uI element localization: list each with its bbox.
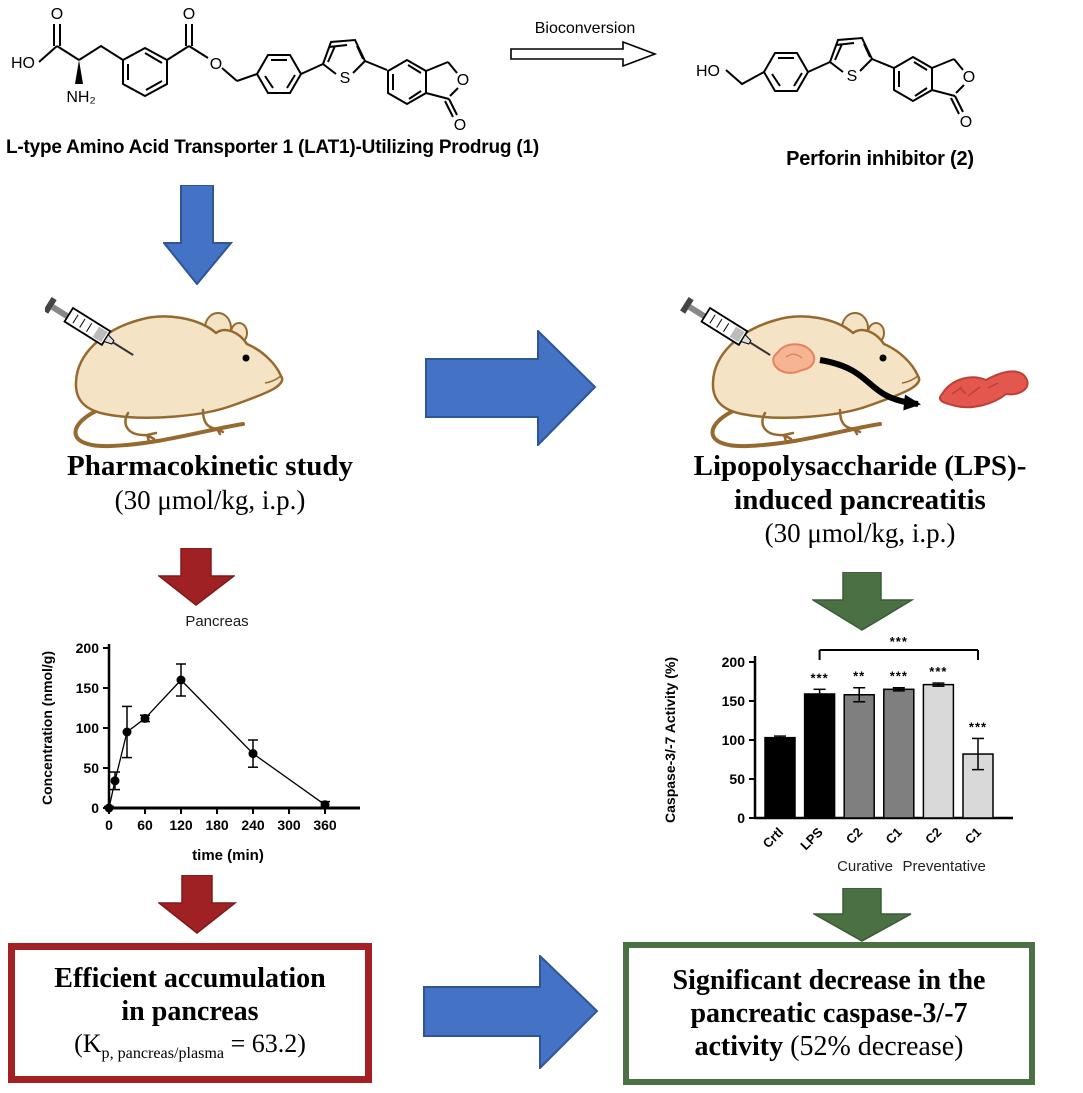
extraction-arrow — [819, 357, 921, 411]
pk-study-dose: (30 μmol/kg, i.p.) — [114, 484, 306, 515]
atom-label-s: S — [847, 68, 858, 85]
svg-text:C1: C1 — [883, 825, 905, 847]
svg-text:120: 120 — [169, 817, 193, 833]
svg-text:LPS: LPS — [797, 824, 826, 853]
caspase-activity-word: activity — [694, 1031, 784, 1063]
atom-label-ho: HO — [696, 63, 720, 80]
atom-label-o: O — [960, 114, 972, 131]
mice-illustrations — [45, 294, 1029, 449]
atom-label-o: O — [51, 6, 63, 23]
svg-text:150: 150 — [722, 693, 746, 709]
svg-text:200: 200 — [722, 654, 746, 670]
svg-text:Caspase-3/-7 Activity (%): Caspase-3/-7 Activity (%) — [662, 657, 678, 823]
svg-text:***: *** — [969, 719, 987, 734]
right-arrow-blue-icon — [423, 955, 599, 1069]
down-arrow-red-icon — [158, 548, 235, 606]
svg-text:C2: C2 — [922, 825, 944, 847]
pk-study-block: Pharmacokinetic study (30 μmol/kg, i.p.) — [0, 450, 420, 516]
pancreas-organ-icon — [938, 370, 1029, 409]
svg-text:Pancreas: Pancreas — [185, 613, 248, 630]
svg-text:C1: C1 — [962, 825, 984, 847]
down-arrow-blue-icon — [163, 185, 233, 285]
svg-text:Crtl: Crtl — [760, 825, 786, 851]
bioconversion-group: Bioconversion — [505, 20, 665, 75]
svg-text:0: 0 — [737, 810, 745, 826]
inhibitor-label: Perforin inhibitor (2) — [786, 148, 974, 170]
atom-label-o: O — [963, 69, 975, 86]
atom-label-nh2: NH₂ — [66, 89, 95, 106]
mouse-pk-illustration — [45, 294, 285, 449]
down-arrow-green-icon — [812, 572, 914, 631]
lps-model-title-line2: induced pancreatitis — [734, 483, 986, 516]
caspase-activity-chart: 0 50 100 150 200 Caspase-3/-7 Activity (%) Crt… — [662, 634, 1013, 875]
svg-text:300: 300 — [277, 817, 301, 833]
svg-text:Preventative: Preventative — [903, 858, 986, 875]
lps-model-block: Lipopolysaccharide (LPS)- induced pancre… — [655, 450, 1065, 550]
bioconversion-arrow-icon — [510, 40, 658, 68]
svg-text:0: 0 — [91, 800, 99, 816]
svg-text:150: 150 — [76, 680, 100, 696]
svg-text:360: 360 — [313, 817, 337, 833]
svg-text:0: 0 — [105, 817, 113, 833]
svg-text:240: 240 — [241, 817, 265, 833]
kp-open: (K — [74, 1028, 102, 1058]
svg-text:***: *** — [811, 670, 829, 685]
svg-text:60: 60 — [137, 817, 153, 833]
prodrug-label: L-type Amino Acid Transporter 1 (LAT1)-U… — [5, 137, 540, 158]
svg-text:100: 100 — [722, 732, 746, 748]
conclusion-caspase-line3: activity (52% decrease) — [695, 1030, 964, 1063]
inhibitor-structure: HO S O O — [696, 36, 975, 131]
atom-label-s: S — [340, 70, 351, 87]
svg-text:50: 50 — [83, 760, 99, 776]
conclusion-accumulation-line1: Efficient accumulation — [54, 962, 326, 994]
svg-text:100: 100 — [76, 720, 100, 736]
down-arrow-green-icon — [813, 888, 912, 942]
kp-value: = 63.2) — [224, 1028, 306, 1058]
prodrug-structure: HO O NH₂ O O S O O — [11, 6, 469, 134]
kp-subscript: p, pancreas/plasma — [101, 1045, 225, 1063]
svg-text:Curative: Curative — [837, 858, 893, 875]
svg-text:time (min): time (min) — [192, 847, 264, 864]
svg-text:C2: C2 — [843, 825, 865, 847]
svg-text:Concentration (nmol/g): Concentration (nmol/g) — [39, 651, 55, 805]
svg-text:**: ** — [853, 669, 865, 684]
mouse-lps-illustration — [679, 294, 1029, 449]
pk-study-title: Pharmacokinetic study — [67, 450, 353, 482]
right-arrow-blue-icon — [425, 330, 597, 446]
atom-label-ho: HO — [11, 55, 35, 72]
caspase-decrease-value: (52% decrease) — [783, 1031, 964, 1063]
conclusion-caspase-line2: pancreatic caspase-3/-7 — [690, 997, 968, 1029]
conclusion-box-caspase: Significant decrease in the pancreatic c… — [623, 942, 1035, 1085]
svg-text:***: *** — [890, 634, 908, 649]
svg-text:180: 180 — [205, 817, 229, 833]
bioconversion-label: Bioconversion — [534, 20, 636, 37]
pancreas-icon — [772, 343, 816, 374]
pancreas-concentration-chart: Pancreas 0 50 100 150 200 0 60 120 180 240 300 360 ti… — [39, 613, 360, 864]
atom-label-o: O — [183, 6, 195, 23]
conclusion-box-accumulation: Efficient accumulation in pancreas (Kp, … — [8, 943, 372, 1083]
down-arrow-red-icon — [158, 875, 237, 934]
conclusion-accumulation-line2: in pancreas — [121, 995, 259, 1027]
svg-text:50: 50 — [729, 771, 745, 787]
lps-model-dose: (30 μmol/kg, i.p.) — [764, 518, 956, 549]
atom-label-o: O — [454, 117, 466, 134]
conclusion-accumulation-kp: (Kp, pancreas/plasma = 63.2) — [74, 1028, 306, 1064]
svg-text:200: 200 — [76, 640, 100, 656]
atom-label-o: O — [457, 72, 469, 89]
svg-text:***: *** — [929, 664, 947, 679]
lps-model-title-line1: Lipopolysaccharide (LPS)- — [693, 450, 1027, 482]
conclusion-caspase-line1: Significant decrease in the — [672, 964, 986, 996]
svg-text:***: *** — [890, 669, 908, 684]
atom-label-o: O — [210, 56, 222, 73]
